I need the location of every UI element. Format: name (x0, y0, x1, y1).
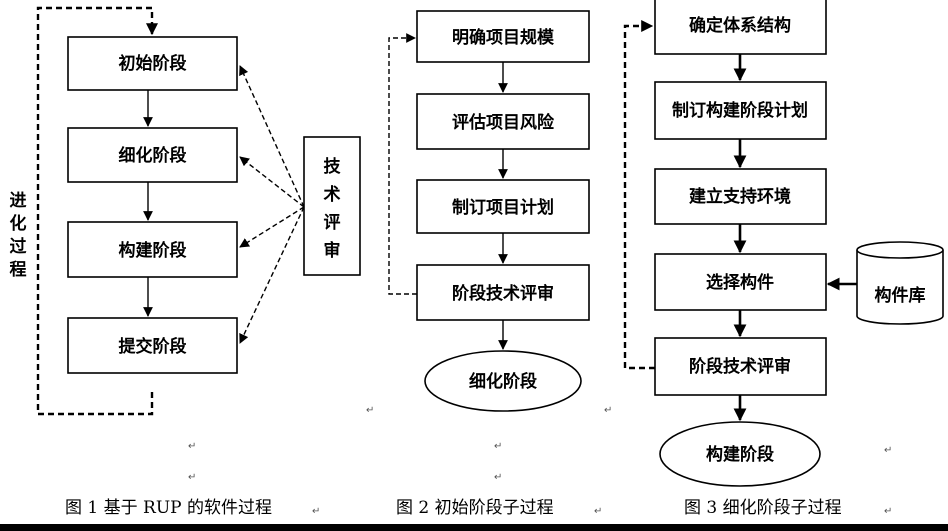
paragraph-mark: ↵ (884, 506, 892, 517)
figure-2: 明确项目规模 评估项目风险 制订项目计划 阶段技术评审 细化阶段 (388, 10, 590, 412)
fig3-end-node: 构建阶段 (659, 421, 821, 487)
paragraph-mark: ↵ (494, 441, 502, 452)
svg-text:术: 术 (324, 184, 341, 205)
fig3-node-architecture: 确定体系结构 (654, 0, 827, 55)
svg-text:制订构建阶段计划: 制订构建阶段计划 (672, 100, 808, 121)
fig3-node-build-plan: 制订构建阶段计划 (654, 81, 827, 140)
svg-text:评估项目风险: 评估项目风险 (452, 112, 555, 133)
svg-text:评: 评 (324, 213, 341, 233)
paragraph-mark: ↵ (312, 506, 320, 517)
fig1-caption: 图 1 基于 RUP 的软件过程 (65, 498, 272, 518)
fig3-caption: 图 3 细化阶段子过程 (684, 498, 842, 518)
svg-text:构建阶段: 构建阶段 (706, 444, 774, 465)
paragraph-mark: ↵ (188, 472, 196, 483)
svg-text:细化阶段: 细化阶段 (469, 371, 537, 392)
svg-text:阶段技术评审: 阶段技术评审 (689, 356, 791, 377)
svg-text:构建阶段: 构建阶段 (119, 240, 187, 261)
fig1-node-transition: 提交阶段 (67, 317, 238, 374)
svg-text:技: 技 (324, 156, 342, 177)
fig2-feedback-loop (388, 33, 417, 295)
fig3-node-select-component: 选择构件 (654, 253, 827, 311)
fig3-node-review: 阶段技术评审 (654, 337, 827, 396)
svg-text:化: 化 (10, 213, 27, 234)
fig2-caption: 图 2 初始阶段子过程 (396, 498, 554, 518)
fig1-review-arrow-2 (239, 156, 305, 208)
svg-text:制订项目计划: 制订项目计划 (452, 197, 554, 218)
fig3-component-library: 构件库 (856, 241, 944, 325)
svg-text:确定体系结构: 确定体系结构 (689, 15, 791, 36)
paragraph-mark: ↵ (366, 405, 374, 416)
fig1-loop-label: 进 化 过 程 (10, 191, 27, 280)
fig1-review-arrow-4 (239, 206, 305, 344)
fig1-node-construction: 构建阶段 (67, 221, 238, 278)
figure-3: 确定体系结构 制订构建阶段计划 建立支持环境 选择构件 阶段技术评审 构建阶段 … (623, 0, 944, 487)
fig2-node-risk: 评估项目风险 (416, 93, 590, 150)
paragraph-mark: ↵ (604, 405, 612, 416)
paragraph-mark: ↵ (494, 472, 502, 483)
paragraph-mark: ↵ (884, 445, 892, 456)
svg-text:选择构件: 选择构件 (706, 272, 774, 293)
fig2-node-scope: 明确项目规模 (416, 10, 590, 63)
svg-text:建立支持环境: 建立支持环境 (689, 186, 791, 207)
svg-text:明确项目规模: 明确项目规模 (452, 27, 555, 48)
svg-text:提交阶段: 提交阶段 (119, 336, 187, 357)
fig1-review-box: 技 术 评 审 (303, 136, 361, 276)
fig1-evolution-loop (36, 6, 158, 416)
paragraph-mark: ↵ (188, 441, 196, 452)
fig2-node-plan: 制订项目计划 (416, 179, 590, 234)
svg-text:程: 程 (10, 260, 27, 280)
fig1-review-arrow-3 (239, 206, 305, 248)
fig2-end-node: 细化阶段 (424, 350, 582, 412)
fig1-review-arrow-1 (239, 65, 305, 208)
svg-text:过: 过 (10, 237, 27, 257)
paragraph-mark: ↵ (594, 506, 602, 517)
fig1-node-elaboration: 细化阶段 (67, 127, 238, 183)
paragraph-marks: ↵ ↵ ↵ ↵ ↵ ↵ ↵ (188, 405, 892, 483)
figure-1: 初始阶段 细化阶段 构建阶段 提交阶段 技 术 评 审 (10, 6, 361, 416)
fig3-node-environment: 建立支持环境 (654, 168, 827, 225)
fig2-node-review: 阶段技术评审 (416, 264, 590, 321)
window-bottom-edge (0, 524, 948, 531)
svg-text:初始阶段: 初始阶段 (119, 53, 187, 74)
fig1-node-inception: 初始阶段 (67, 36, 238, 91)
svg-text:构件库: 构件库 (875, 285, 926, 306)
svg-text:审: 审 (324, 240, 341, 261)
svg-text:进: 进 (10, 191, 27, 211)
svg-text:阶段技术评审: 阶段技术评审 (452, 283, 554, 304)
svg-text:细化阶段: 细化阶段 (119, 145, 187, 166)
fig3-feedback-loop (623, 20, 655, 370)
